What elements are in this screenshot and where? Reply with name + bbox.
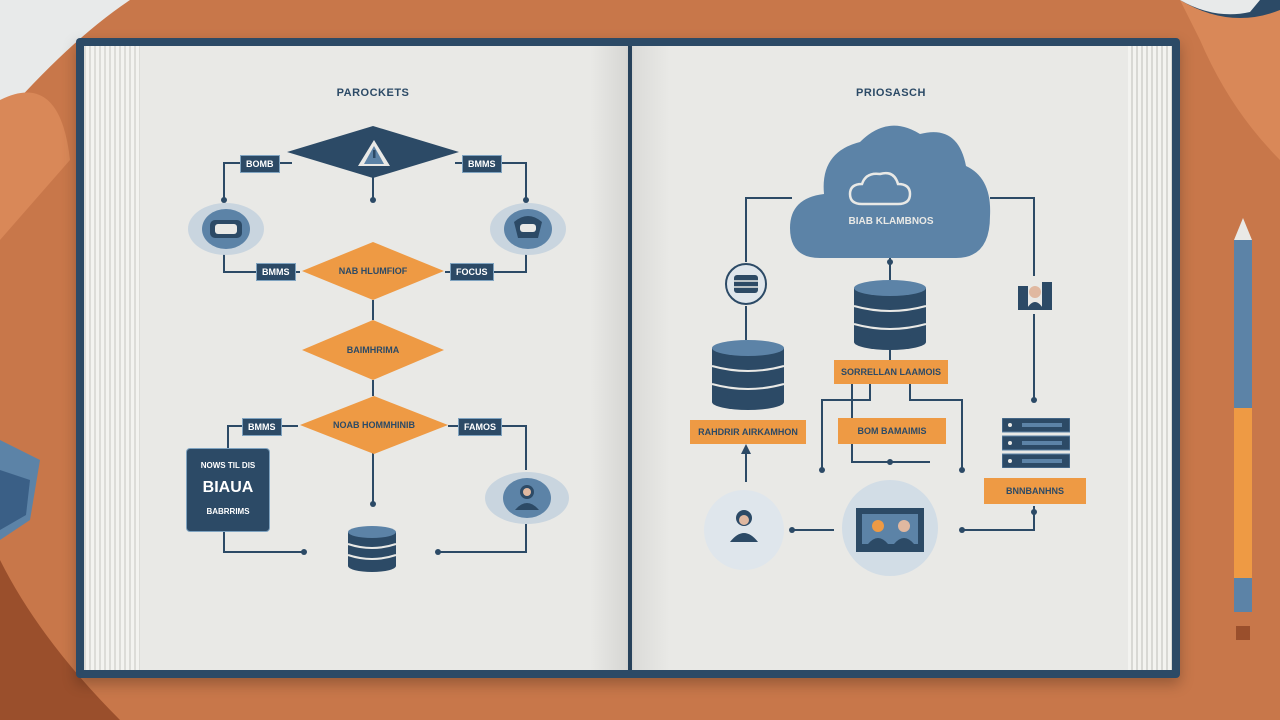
orange-box-4: BNNBANHNS xyxy=(984,478,1086,504)
decision-diamond-1 xyxy=(302,242,444,300)
panel-top-text: NOWS TIL DIS xyxy=(200,461,256,470)
tag-low-right: FAMOS xyxy=(458,418,503,436)
chat-icon xyxy=(188,203,264,255)
book-spine xyxy=(590,46,670,670)
left-page-edges xyxy=(84,46,140,670)
tag-mid-right: FOCUS xyxy=(450,263,494,281)
brain-icon xyxy=(490,203,566,255)
tag-low-left: BMMS xyxy=(242,418,282,436)
panel-bottom-text: BABRRIMS xyxy=(206,507,250,516)
database-icon xyxy=(347,526,397,572)
decision-diamond-2 xyxy=(302,320,444,380)
user-icon xyxy=(704,490,784,570)
tag-mid-left: BMMS xyxy=(256,263,296,281)
cloud-icon xyxy=(790,125,991,258)
diamond-1-label: NAB HLUMFIOF xyxy=(338,266,408,276)
database-icon xyxy=(853,280,927,350)
user-icon xyxy=(485,472,569,524)
panel-main-text: BIAUA xyxy=(202,479,254,496)
left-page-title: PAROCKETS xyxy=(336,87,410,99)
people-icon xyxy=(1018,282,1052,310)
diamond-3-label: NOAB HOMMHINIB xyxy=(333,420,415,430)
orange-box-2: RAHDRIR AIRKAMHON xyxy=(690,420,806,444)
pencil-icon xyxy=(1234,218,1252,640)
info-panel: NOWS TIL DIS BIAUA BABRRIMS xyxy=(186,448,270,532)
people-icon xyxy=(842,480,938,576)
right-page-edges xyxy=(1128,46,1172,670)
diamond-2-label: BAIMHRIMA xyxy=(346,345,400,355)
server-icon xyxy=(1002,418,1070,468)
tag-top-right: BMMS xyxy=(462,155,502,173)
orange-box-1: SORRELLAN LAAMOIS xyxy=(834,360,948,384)
warning-icon xyxy=(358,140,390,166)
decision-diamond-3 xyxy=(300,396,448,454)
tag-top-left: BOMB xyxy=(240,155,280,173)
cloud-label: BIAB KLAMBNOS xyxy=(848,216,934,227)
storage-icon xyxy=(725,263,767,305)
orange-box-3: BOM BAMAIMIS xyxy=(838,418,946,444)
right-page-title: PRIOSASCH xyxy=(856,87,926,99)
database-icon xyxy=(711,340,785,410)
